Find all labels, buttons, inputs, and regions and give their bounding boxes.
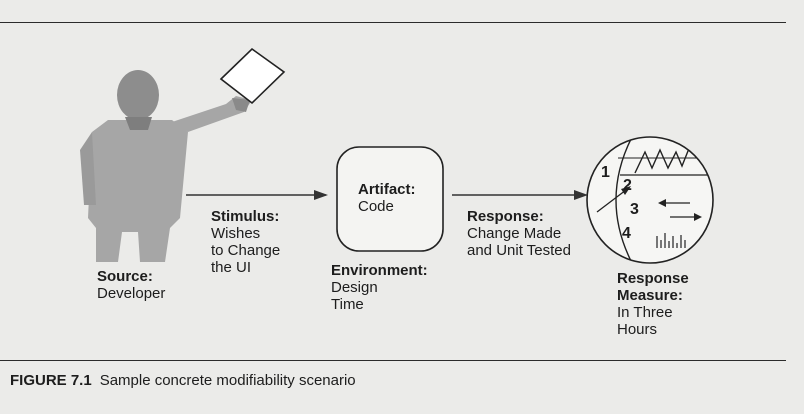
gauge-number-3: 3 — [630, 201, 639, 218]
gauge-number-4: 4 — [622, 225, 631, 242]
stimulus-line: Wishes — [211, 225, 261, 242]
response-line: Change Made — [467, 225, 562, 242]
response-measure-title: Response — [617, 270, 689, 287]
source-value: Developer — [97, 285, 166, 302]
environment-line: Design — [331, 279, 378, 296]
stimulus-arrow — [186, 190, 328, 200]
stimulus-title: Stimulus: — [211, 208, 280, 225]
environment-title: Environment: — [331, 262, 428, 279]
figure-number: FIGURE 7.1 — [10, 372, 92, 389]
bottom-rule — [0, 360, 786, 361]
gauge-number-2: 2 — [623, 177, 632, 194]
stimulus-line: to Change — [211, 242, 281, 259]
response-measure-line: In Three — [617, 304, 673, 321]
gauge-number-1: 1 — [601, 164, 610, 181]
stimulus-line: the UI — [211, 259, 252, 276]
environment-label: Environment: Design Time — [331, 262, 428, 313]
figure-caption: FIGURE 7.1 Sample concrete modifiability … — [10, 372, 356, 389]
artifact-value: Code — [358, 198, 394, 215]
artifact-title: Artifact: — [358, 181, 416, 198]
response-line: and Unit Tested — [467, 242, 571, 259]
environment-line: Time — [331, 296, 364, 313]
response-label: Response: Change Made and Unit Tested — [467, 208, 571, 259]
response-measure-title: Measure: — [617, 287, 683, 304]
figure-caption-text: Sample concrete modifiability scenario — [99, 372, 356, 389]
artifact-label: Artifact: Code — [358, 181, 416, 215]
source-label: Source: Developer — [97, 268, 165, 302]
response-measure-gauge — [586, 136, 714, 264]
response-title: Response: — [467, 208, 544, 225]
paper-icon — [219, 47, 286, 105]
top-rule — [0, 22, 786, 23]
response-arrow — [452, 190, 588, 200]
source-title: Source: — [97, 268, 153, 285]
developer-figure — [80, 70, 252, 262]
artifact-box — [336, 146, 444, 252]
stimulus-label: Stimulus: Wishes to Change the UI — [211, 208, 280, 276]
response-measure-line: Hours — [617, 321, 658, 338]
response-measure-label: Response Measure: In Three Hours — [617, 270, 689, 338]
